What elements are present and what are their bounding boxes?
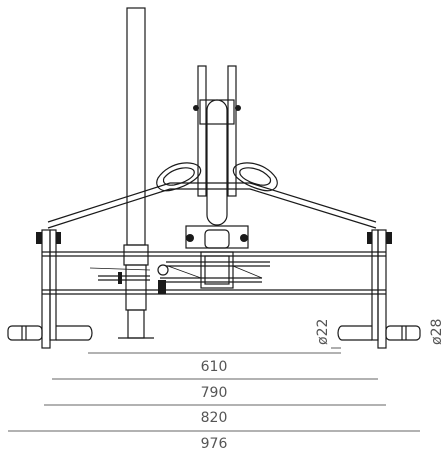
central-upright [156,65,278,289]
dim-label-820: 820 [201,410,228,426]
diameter-label-22: ø22 [315,319,331,345]
dim-label-610: 610 [201,359,228,375]
vertical-post [118,7,154,339]
diameter-label-28: ø28 [429,319,441,345]
main-frame [42,182,386,295]
right-leg [337,229,421,349]
dim-label-976: 976 [201,436,228,452]
locking-pin [89,264,169,294]
left-leg [7,229,93,349]
dim-label-790: 790 [201,385,228,401]
